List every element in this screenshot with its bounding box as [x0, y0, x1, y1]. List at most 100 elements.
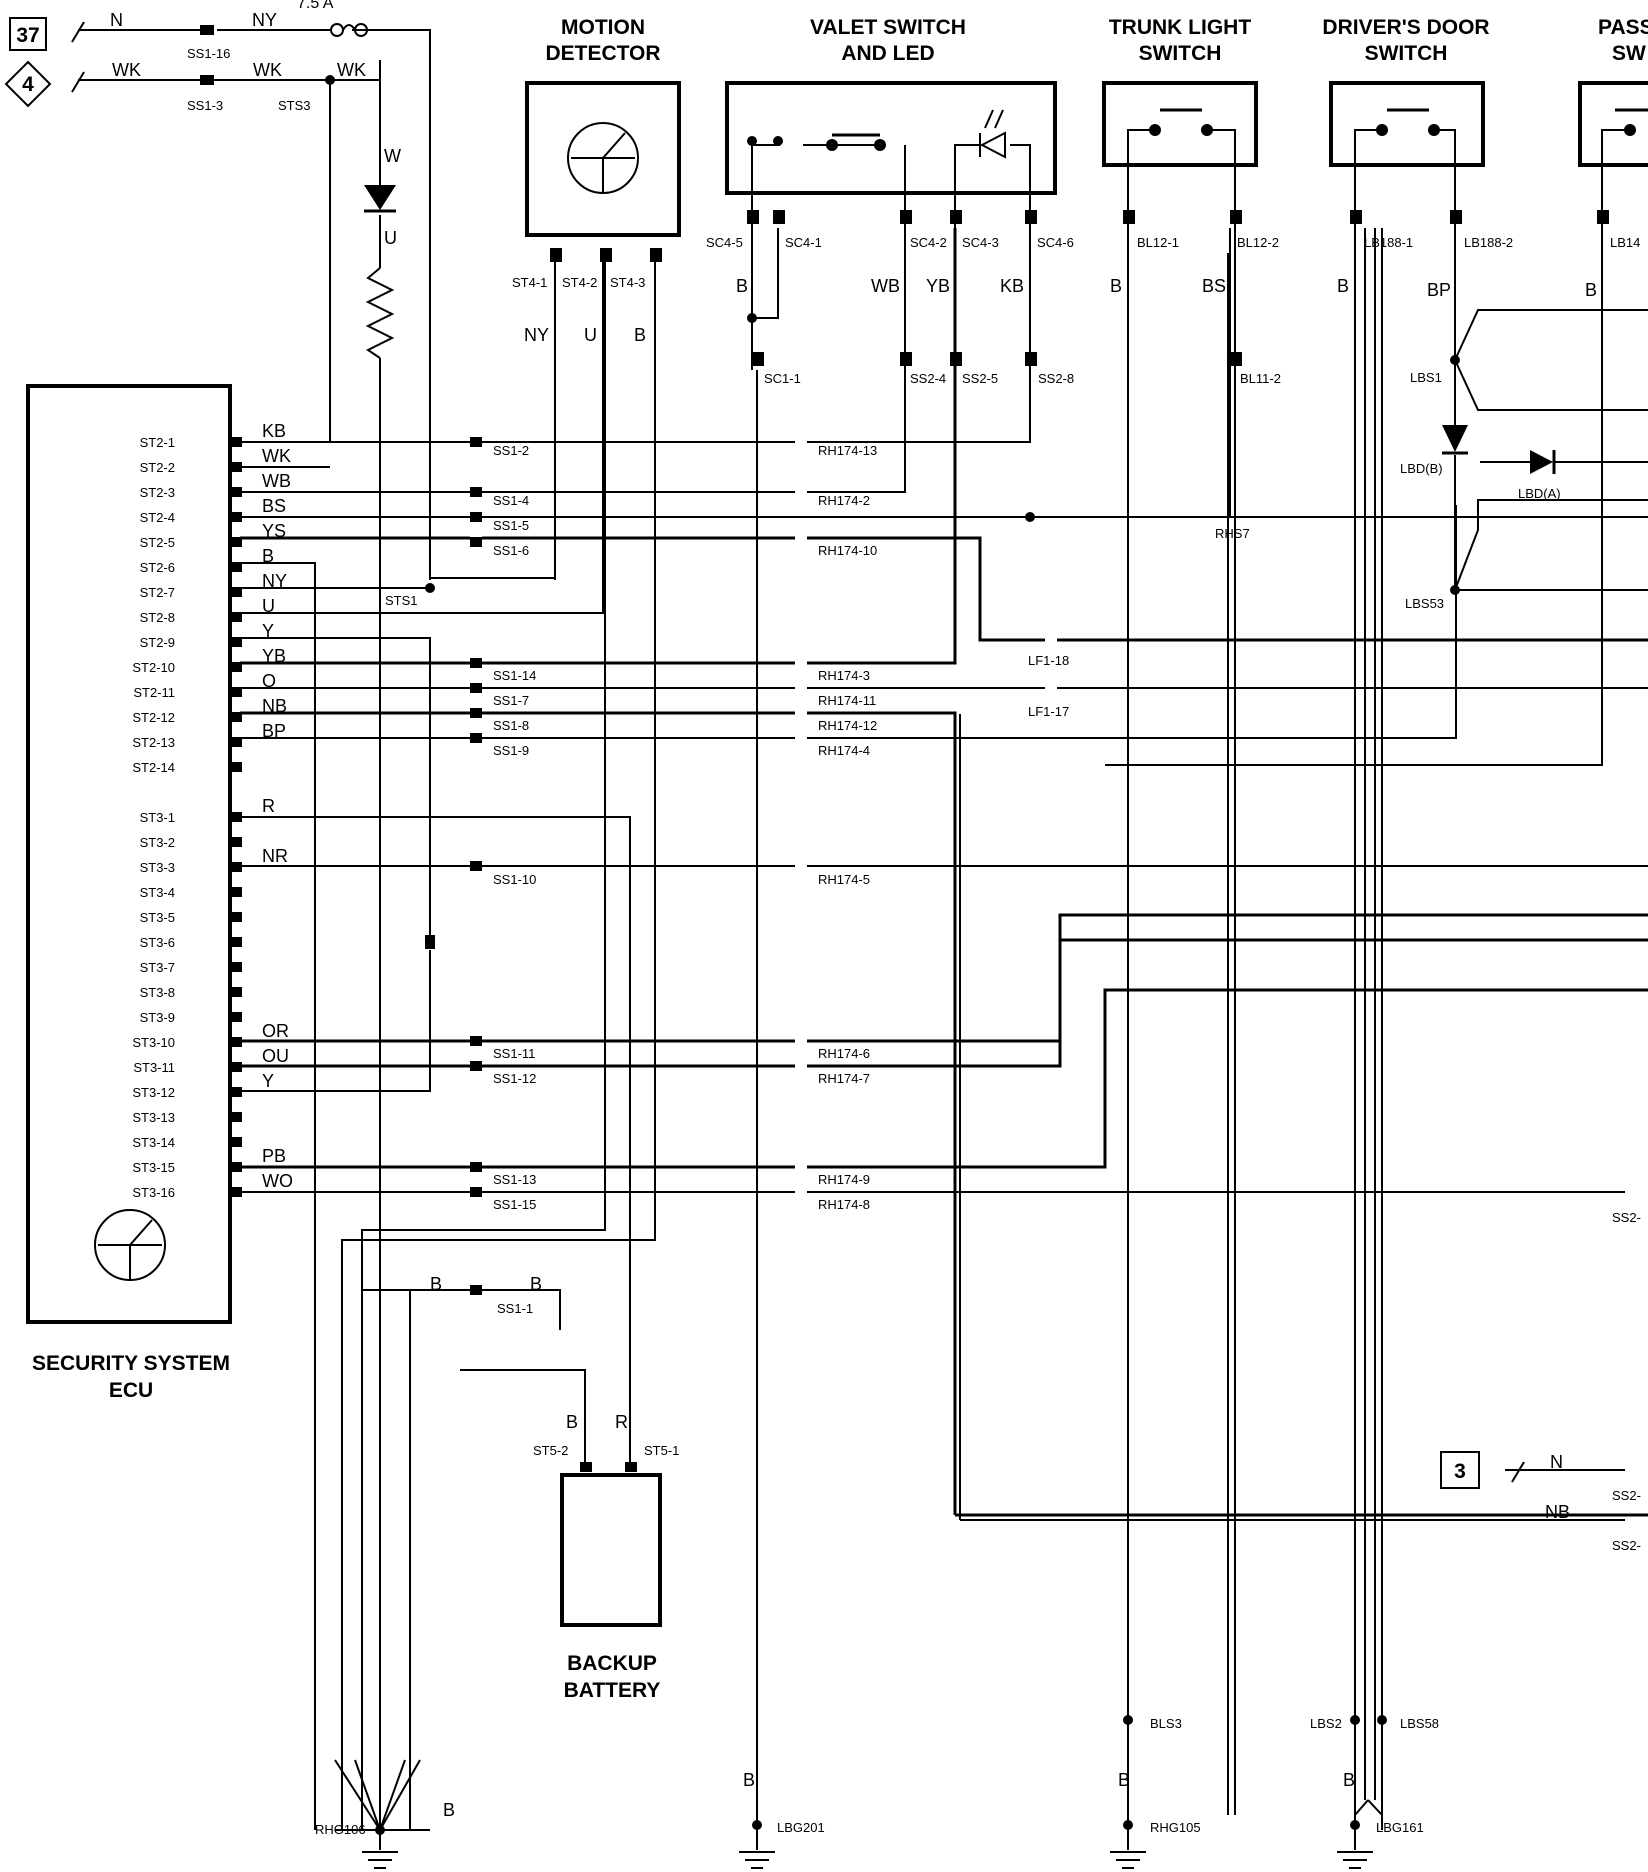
conn-ss1-3: SS1-3: [187, 98, 223, 113]
ecu-pin-terminal: [232, 1087, 242, 1097]
wire-driver-bp: BP: [1427, 280, 1451, 300]
conn-rh174-13: RH174-13: [818, 443, 877, 458]
trunk-switch-title-2: SWITCH: [1139, 42, 1222, 65]
fuse-icon: [330, 23, 368, 37]
conn-sc4-3: SC4-3: [962, 235, 999, 250]
ecu-pin-terminal: [232, 962, 242, 972]
wire-battery-r: R: [615, 1412, 628, 1432]
ecu-pin-st3-9: ST3-9: [140, 1010, 175, 1025]
battery-title-2: BATTERY: [564, 1679, 661, 1702]
wire-ground-b-2: B: [743, 1770, 755, 1790]
wire-valet-kb: KB: [1000, 276, 1024, 296]
conn-ss1-16: SS1-16: [187, 46, 230, 61]
ecu-wire-color: B: [262, 546, 274, 566]
motion-detector-box: [525, 81, 681, 237]
valet-switch-icon: [751, 133, 906, 318]
conn-st4-3: ST4-3: [610, 275, 645, 290]
wire-md-ny: NY: [524, 325, 549, 345]
conn-ss1-9: SS1-9: [493, 743, 529, 758]
ecu-pin-terminal: [232, 1112, 242, 1122]
motion-detector-title-2: DETECTOR: [545, 42, 660, 65]
ecu-pin-terminal: [232, 487, 242, 497]
ecu-wire-color: O: [262, 671, 276, 691]
ecu-pin-st3-8: ST3-8: [140, 985, 175, 1000]
ecu-pin-terminal: [232, 887, 242, 897]
conn-rh174-12: RH174-12: [818, 718, 877, 733]
conn-rh174-8: RH174-8: [818, 1197, 870, 1212]
ecu-pin-terminal: [232, 912, 242, 922]
wire-ss1-1-b-right: B: [530, 1274, 542, 1294]
ecu-pin-st3-7: ST3-7: [140, 960, 175, 975]
conn-bl12-1: BL12-1: [1137, 235, 1179, 250]
valet-switch-title-1: VALET SWITCH: [810, 16, 966, 39]
drivers-door-switch-icon: [1354, 108, 1456, 228]
ecu-pin-st3-14: ST3-14: [132, 1135, 175, 1150]
conn-ss1-7: SS1-7: [493, 693, 529, 708]
ecu-pin-st3-16: ST3-16: [132, 1185, 175, 1200]
ecu-pin-st2-11: ST2-11: [133, 685, 175, 700]
ecu-pin-st3-12: ST3-12: [132, 1085, 175, 1100]
conn-ss2-right: SS2-: [1612, 1210, 1641, 1225]
wire-ny-top: NY: [252, 10, 277, 30]
conn-lf1-18: LF1-18: [1028, 653, 1069, 668]
conn-ss1-11: SS1-11: [493, 1046, 535, 1061]
wire-wk-3: WK: [337, 60, 366, 80]
drivers-door-title-2: SWITCH: [1365, 42, 1448, 65]
passenger-switch-icon: [1601, 108, 1648, 228]
wire-ss1-1-b-left: B: [430, 1274, 442, 1294]
led-icon: [954, 109, 1031, 228]
conn-st5-2: ST5-2: [533, 1443, 568, 1458]
ecu-pin-list: ST2-1KBST2-2WKST2-3WBST2-4BSST2-5YSST2-6…: [132, 421, 293, 1200]
conn-ss1-10: SS1-10: [493, 872, 536, 887]
conn-lb188-1: LB188-1: [1364, 235, 1413, 250]
ecu-wire-color: R: [262, 796, 275, 816]
sheet-ref-4[interactable]: 4: [4, 60, 52, 108]
conn-lb14: LB14: [1610, 235, 1640, 250]
passenger-switch-title-1: PASSENG: [1598, 16, 1648, 39]
wire-ground-b-1: B: [443, 1800, 455, 1820]
conn-ss1-12: SS1-12: [493, 1071, 536, 1086]
ecu-pin-st3-10: ST3-10: [132, 1035, 175, 1050]
conn-ss1-4: SS1-4: [493, 493, 529, 508]
motion-detector-title-1: MOTION: [561, 16, 645, 39]
splice-sts3: STS3: [278, 98, 311, 113]
ecu-box: [26, 384, 232, 1324]
ecu-symbol-icon: [94, 1209, 166, 1281]
ecu-pin-st3-6: ST3-6: [140, 935, 175, 950]
ecu-pin-terminal: [232, 512, 242, 522]
ecu-wire-color: WB: [262, 471, 291, 491]
splice-lbs1: LBS1: [1410, 370, 1442, 385]
wire-valet-wb: WB: [871, 276, 900, 296]
passenger-switch-box: [1578, 81, 1648, 167]
trunk-switch-box: [1102, 81, 1258, 167]
conn-ss1-2: SS1-2: [493, 443, 529, 458]
ecu-wire-color: U: [262, 596, 275, 616]
ecu-wire-color: Y: [262, 621, 274, 641]
conn-ss1-1: SS1-1: [497, 1301, 533, 1316]
conn-rh174-10: RH174-10: [818, 543, 877, 558]
ecu-pin-st2-10: ST2-10: [132, 660, 175, 675]
backup-battery-box: [560, 1473, 662, 1627]
conn-ss1-6: SS1-6: [493, 543, 529, 558]
ecu-pin-st3-4: ST3-4: [140, 885, 175, 900]
motion-sensor-icon: [567, 122, 639, 194]
trunk-switch-title-1: TRUNK LIGHT: [1109, 16, 1251, 39]
wire-trunk-bs: BS: [1202, 276, 1226, 296]
conn-rh174-3: RH174-3: [818, 668, 870, 683]
sheet-ref-37[interactable]: 37: [9, 17, 47, 51]
sheet-ref-3[interactable]: 3: [1440, 1451, 1480, 1489]
ecu-wire-color: PB: [262, 1146, 286, 1166]
conn-rh174-6: RH174-6: [818, 1046, 870, 1061]
wire-trunk-b: B: [1110, 276, 1122, 296]
conn-rh174-9: RH174-9: [818, 1172, 870, 1187]
splice-sts1: STS1: [385, 593, 418, 608]
ecu-wire-color: KB: [262, 421, 286, 441]
conn-rh174-11: RH174-11: [818, 693, 876, 708]
ecu-pin-terminal: [232, 987, 242, 997]
conn-sc4-2: SC4-2: [910, 235, 947, 250]
ecu-wire-color: WK: [262, 446, 291, 466]
ecu-pin-terminal: [232, 1037, 242, 1047]
splice-lbs53: LBS53: [1405, 596, 1444, 611]
wire-md-b: B: [634, 325, 646, 345]
wire-ground-b-4: B: [1343, 1770, 1355, 1790]
